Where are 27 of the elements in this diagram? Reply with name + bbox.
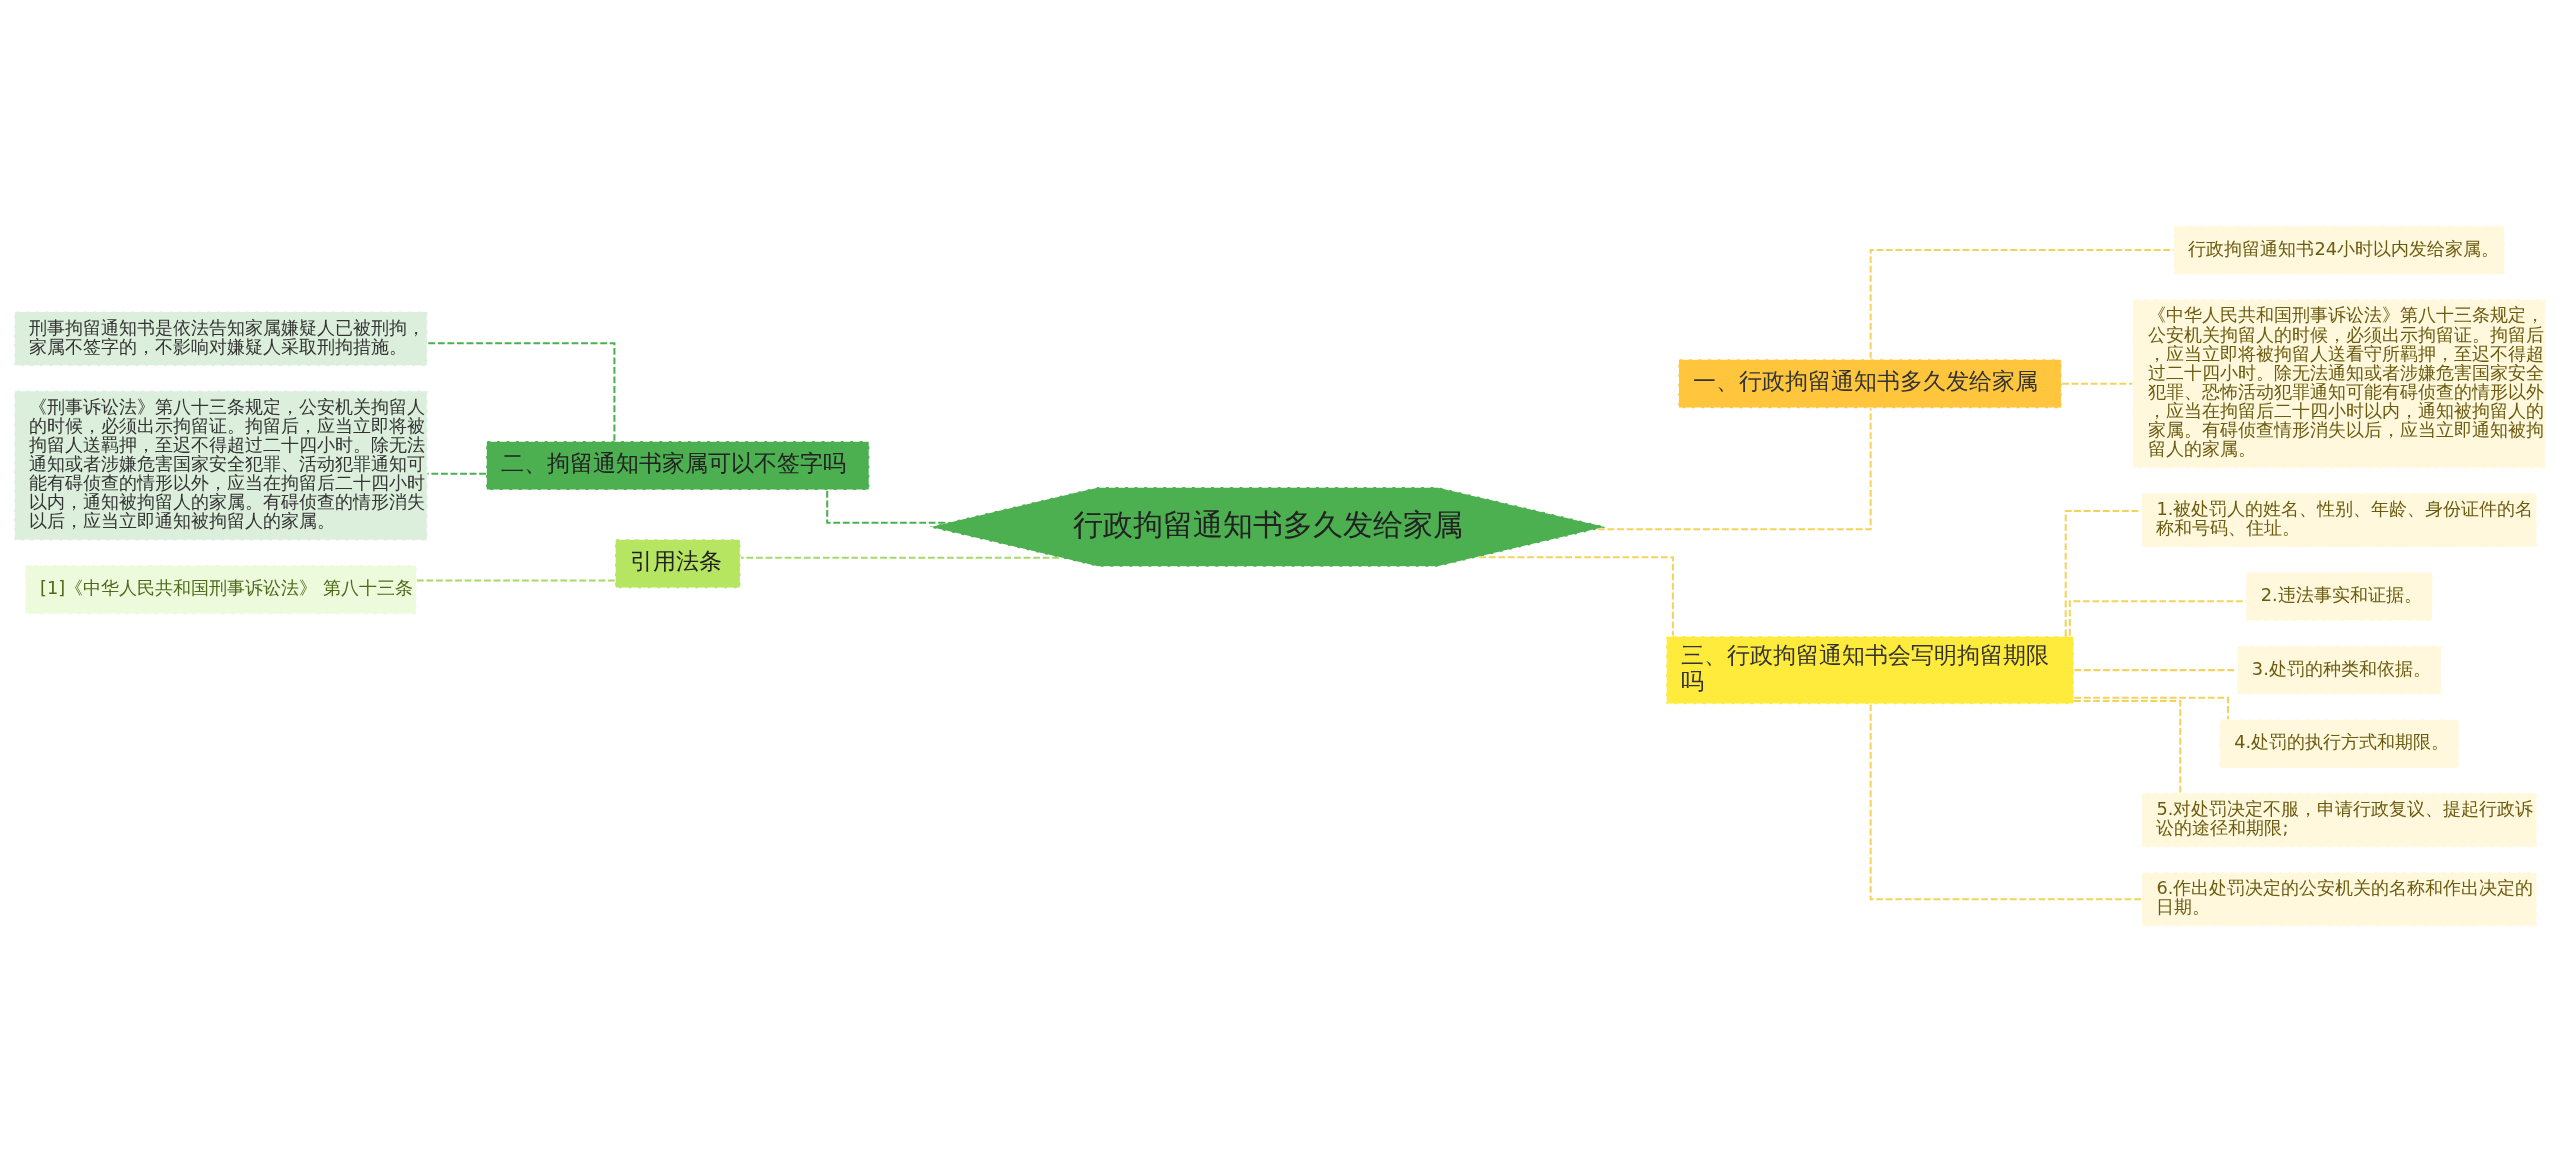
node-box: 《中华人民共和国刑事诉讼法》第八十三条规定，公安机关拘留人的时候，必须出示拘留证。拘留后，应当立即将被拘留人送看守所羁押，至迟不得超过二十四小时。除无法通知或者涉嫌危害国家安全犯罪、恐怖活动犯罪通知可能有碍侦查的情形以外，应当在拘留后二十四小时以内，通知被拘留人的家属。有碍侦查情形消失以后，应当立即通知被拘留人的家属。: [2131, 298, 2547, 469]
node-box: 5.对处罚决定不服，申请行政复议、提起行政诉讼的途径和期限;: [2140, 792, 2538, 849]
node-box: 4.处罚的执行方式和期限。: [2218, 718, 2460, 769]
node-box: [1]《中华人民共和国刑事诉讼法》 第八十三条: [24, 564, 418, 615]
node-box: 2.违法事实和证据。: [2245, 571, 2434, 622]
connector: [2074, 669, 2237, 672]
connector: [2073, 700, 2182, 793]
node-box: 行政拘留通知书24小时以内发给家属。: [2172, 224, 2506, 276]
node-box: 6.作出处罚决定的公安机关的名称和作出决定的日期。: [2140, 871, 2538, 928]
connector: [428, 342, 616, 441]
connector: [427, 472, 486, 475]
node-box: 1.被处罚人的姓名、性别、年龄、身份证件的名称和号码、住址。: [2140, 492, 2538, 549]
connector: [2062, 382, 2133, 385]
node-box: 二、拘留通知书家属可以不签字吗: [485, 440, 871, 491]
connector: [1597, 408, 1872, 531]
connector: [1869, 704, 2142, 901]
node-box: 《刑事诉讼法》第八十三条规定，公安机关拘留人的时候，必须出示拘留证。拘留后，应当立即将被拘留人送羁押，至迟不得超过二十四小时。除无法通知或者涉嫌危害国家安全犯罪、活动犯罪通知可能有碍侦查的情形以外，应当在拘留后二十四小时以内，通知被拘留人的家属。有碍侦查的情形消失以后，应当立即通知被拘留人的家属。: [13, 389, 429, 542]
node-box: 刑事拘留通知书是依法告知家属嫌疑人已被刑拘，家属不签字的，不影响对嫌疑人采取刑拘措施。: [13, 310, 429, 367]
node-box: 三、行政拘留通知书会写明拘留期限吗: [1665, 635, 2075, 705]
node-box: 3.处罚的种类和依据。: [2236, 644, 2443, 696]
connector: [741, 556, 1059, 559]
connector: [1479, 556, 1674, 636]
node-box: 引用法条: [614, 538, 742, 589]
connector: [416, 579, 615, 582]
node-box: 一、行政拘留通知书多久发给家属: [1677, 358, 2063, 409]
connector: [2068, 600, 2246, 636]
connector: [2074, 696, 2230, 720]
